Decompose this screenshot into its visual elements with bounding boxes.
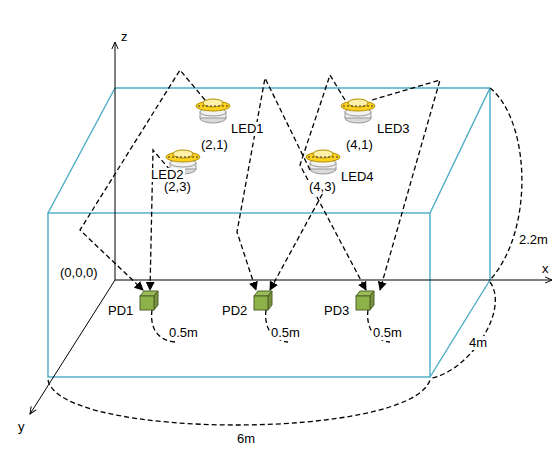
led-label: LED1 [230, 122, 265, 136]
dimension-label: 6m [236, 432, 256, 446]
coordinate-label: (4,3) [308, 180, 337, 194]
pd-label: PD3 [324, 304, 349, 318]
coordinate-label: (2,1) [200, 138, 229, 152]
dimension-label: 4m [468, 336, 488, 350]
coordinate-label: (4,1) [345, 138, 374, 152]
coordinate-label: (2,3) [163, 180, 192, 194]
dimension-label: 2.2m [518, 233, 549, 247]
dimension-label: 0.5m [270, 326, 301, 340]
led-label: LED3 [376, 122, 411, 136]
dimension-label: 0.5m [372, 326, 403, 340]
dimension-label: 0.5m [168, 326, 199, 340]
pd-label: PD1 [108, 304, 133, 318]
pd-label: PD2 [222, 304, 247, 318]
axis-label: z [121, 30, 128, 44]
axis-label: y [18, 420, 25, 434]
axis-label: x [542, 262, 549, 276]
coordinate-label: (0,0,0) [60, 266, 98, 280]
led-label: LED4 [340, 170, 375, 184]
